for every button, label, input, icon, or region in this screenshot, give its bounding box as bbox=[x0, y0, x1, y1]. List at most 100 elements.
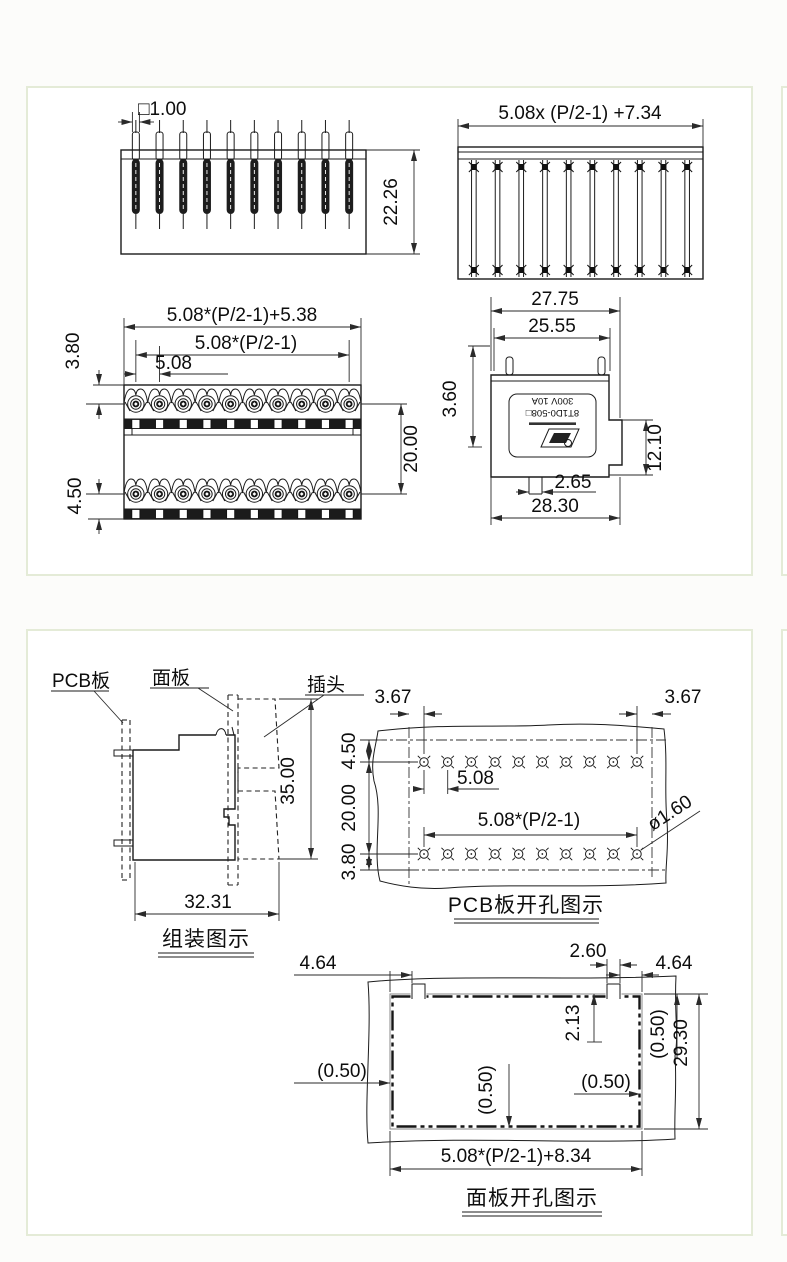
drill-hole bbox=[583, 755, 597, 769]
terminal bbox=[123, 388, 149, 429]
drill-hole bbox=[441, 847, 455, 861]
pin bbox=[321, 120, 330, 229]
product-label bbox=[508, 393, 597, 458]
dim-cutout-notch-width: 2.60 bbox=[570, 941, 607, 962]
mounting-peg-right bbox=[597, 356, 606, 376]
dim-cutout-left-offset: 4.64 bbox=[300, 953, 337, 974]
drawing-panel-dimensions: □1.00 22.26 5.08x (P/2-1) +7.34 5.08*(P/… bbox=[26, 86, 753, 576]
dim-cutout-clearance-left: (0.50) bbox=[317, 1061, 367, 1082]
cutout-notch-left bbox=[411, 983, 426, 999]
drill-hole bbox=[488, 847, 502, 861]
mounting-views-svg: PCB板 面板 插头 35.00 bbox=[51, 667, 708, 1217]
caption-panel-cutout: 面板开孔图示 bbox=[466, 1187, 598, 1210]
drill-hole bbox=[583, 847, 597, 861]
dim-cutout-height: 29.30 bbox=[671, 1019, 692, 1067]
terminal-row-bottom bbox=[123, 478, 362, 519]
slot bbox=[634, 160, 646, 277]
header-body bbox=[120, 149, 367, 255]
pin bbox=[226, 120, 235, 229]
dim-cutout-clearance-center: (0.50) bbox=[476, 1065, 497, 1115]
slot bbox=[515, 160, 527, 277]
dim-cutout-notch-depth: 2.13 bbox=[563, 1005, 584, 1042]
slot-row bbox=[468, 160, 693, 277]
drill-hole bbox=[535, 847, 549, 861]
dim-front-row-spacing: 20.00 bbox=[401, 425, 422, 473]
terminal bbox=[218, 388, 243, 429]
dimension-views-svg: □1.00 22.26 5.08x (P/2-1) +7.34 5.08*(P/… bbox=[63, 99, 704, 534]
pin bbox=[202, 120, 211, 229]
dim-side-width-inner: 25.55 bbox=[528, 316, 576, 337]
terminal bbox=[123, 478, 149, 519]
pin bbox=[131, 120, 140, 229]
terminal bbox=[170, 478, 196, 519]
dim-cutout-clearance-top: (0.50) bbox=[648, 1009, 669, 1059]
cutout-outer bbox=[389, 993, 643, 1130]
drill-hole bbox=[441, 755, 455, 769]
drill-hole bbox=[488, 755, 502, 769]
dim-drill-row-spacing: 20.00 bbox=[339, 784, 360, 832]
terminal-row-top bbox=[123, 388, 362, 429]
label-plug: 插头 bbox=[307, 674, 345, 696]
dim-drill-edge-left: 3.67 bbox=[375, 687, 412, 708]
dim-front-span: 5.08*(P/2-1) bbox=[195, 333, 297, 354]
drill-hole bbox=[606, 847, 620, 861]
pcb-board-outline bbox=[372, 723, 669, 889]
dim-side-width-top: 27.75 bbox=[531, 289, 579, 310]
terminal bbox=[336, 478, 362, 519]
dim-front-pitch: 5.08 bbox=[155, 353, 192, 374]
dim-header-height: 22.26 bbox=[381, 178, 402, 226]
dim-assembly-height: 35.00 bbox=[278, 757, 299, 805]
pin bbox=[297, 120, 306, 229]
dim-top-width: 5.08x (P/2-1) +7.34 bbox=[498, 103, 662, 124]
pin-row bbox=[131, 120, 354, 229]
pin bbox=[345, 120, 354, 229]
view-panel-cutout: 4.64 2.60 4.64 2.13 (0.50) (0.50) (0.50)… bbox=[294, 941, 708, 1217]
pin bbox=[179, 120, 188, 229]
terminal bbox=[265, 478, 291, 519]
dim-side-step-height: 12.10 bbox=[645, 424, 666, 472]
pin bbox=[250, 120, 259, 229]
label-rating: 300V 10A bbox=[531, 395, 573, 406]
dim-drill-pitch: 5.08 bbox=[457, 768, 494, 789]
adjacent-panel-bottom bbox=[781, 629, 787, 1236]
view-pcb-drill: 3.67 3.67 4.50 20.00 3.80 5.08 5.08*(P/2… bbox=[339, 687, 701, 924]
dim-front-overall: 5.08*(P/2-1)+5.38 bbox=[167, 305, 318, 326]
plug-outline-upper bbox=[238, 698, 280, 769]
drill-hole bbox=[417, 755, 431, 769]
brand-logo-fill-icon bbox=[549, 433, 571, 443]
mounting-peg-left bbox=[505, 356, 514, 376]
terminal bbox=[170, 388, 196, 429]
dim-drill-bottom-offset: 3.80 bbox=[339, 844, 360, 881]
drill-hole bbox=[512, 847, 526, 861]
dim-drill-span: 5.08*(P/2-1) bbox=[478, 810, 580, 831]
slot bbox=[492, 160, 503, 277]
slot bbox=[610, 160, 622, 277]
cutout-notch-right bbox=[606, 983, 621, 999]
slot bbox=[658, 160, 669, 277]
terminal bbox=[289, 388, 315, 429]
terminal bbox=[218, 478, 243, 519]
label-part-number: 8T1D0-508□ bbox=[526, 407, 580, 418]
dim-cutout-width: 5.08*(P/2-1)+8.34 bbox=[441, 1146, 592, 1167]
drawing-panel-mounting: PCB板 面板 插头 35.00 bbox=[26, 629, 753, 1236]
drill-hole bbox=[464, 755, 478, 769]
view-side: 8T1D0-508□ 300V 10A 27.75 25.55 3.60 12.… bbox=[440, 289, 666, 525]
drill-holes bbox=[417, 755, 644, 861]
pin bbox=[274, 120, 283, 229]
slot bbox=[539, 160, 551, 277]
product-label-content: 8T1D0-508□ 300V 10A bbox=[526, 395, 580, 448]
slot bbox=[563, 160, 575, 277]
terminal bbox=[194, 388, 220, 429]
dim-side-tab-width: 2.65 bbox=[555, 472, 592, 493]
side-body bbox=[490, 374, 623, 478]
terminal bbox=[313, 388, 338, 429]
terminal bbox=[147, 388, 172, 429]
brand-logo-dot-icon bbox=[564, 439, 572, 447]
terminal bbox=[265, 388, 291, 429]
dim-side-width-bottom: 28.30 bbox=[531, 496, 579, 517]
terminal bbox=[336, 388, 362, 429]
pin bbox=[155, 120, 164, 229]
view-assembly: PCB板 面板 插头 35.00 bbox=[51, 667, 364, 958]
drill-hole bbox=[417, 847, 431, 861]
drill-hole bbox=[630, 755, 644, 769]
